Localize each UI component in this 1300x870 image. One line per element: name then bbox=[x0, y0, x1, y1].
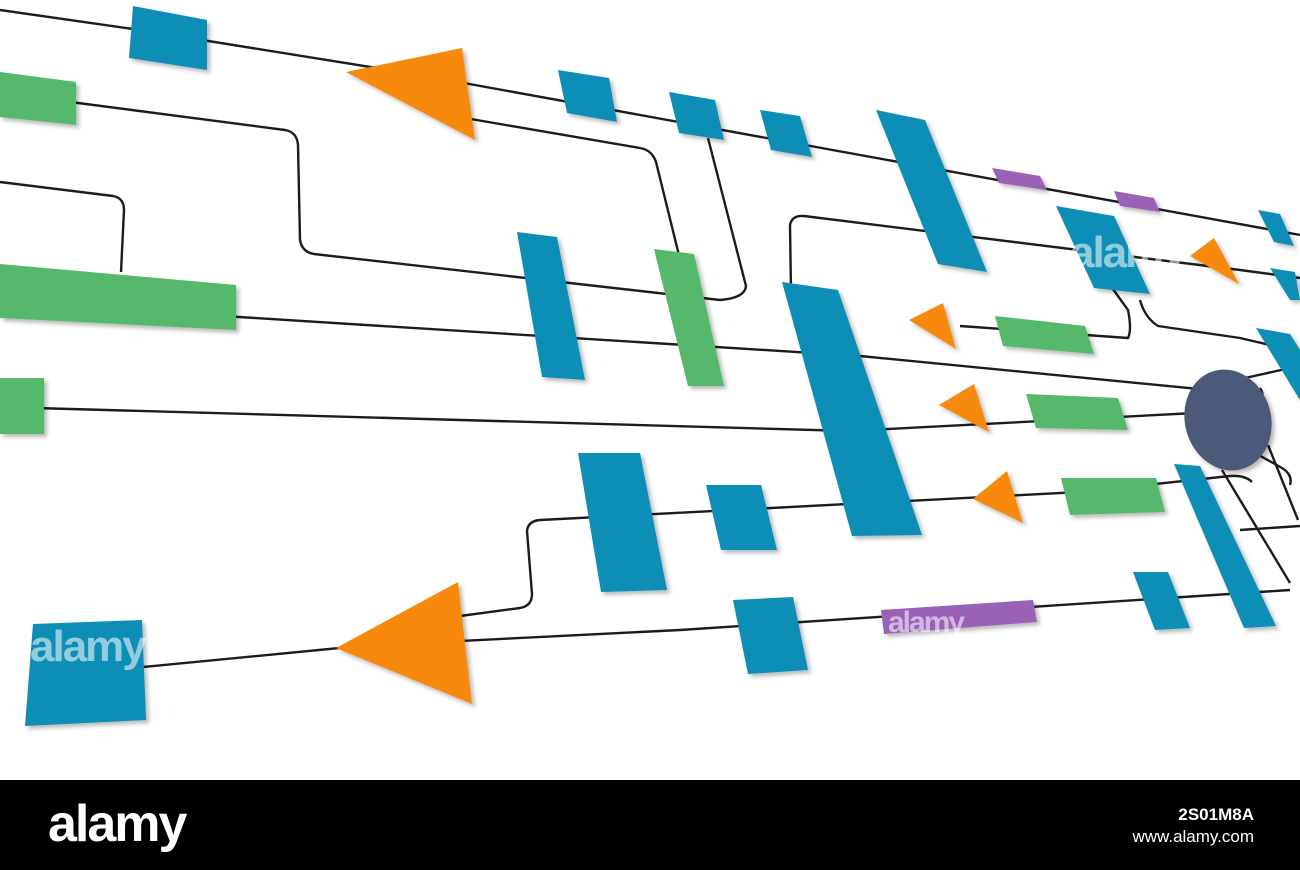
flowchart-triangle bbox=[909, 303, 956, 349]
flowchart-triangle bbox=[346, 48, 475, 140]
flowchart-diagram bbox=[0, 6, 1300, 726]
connector-line bbox=[1138, 299, 1300, 354]
site-url: www.alamy.com bbox=[1132, 827, 1254, 846]
footer-bar: alamy 2S01M8A www.alamy.com bbox=[0, 780, 1300, 870]
flowchart-box bbox=[733, 597, 808, 674]
flowchart-box bbox=[995, 316, 1094, 354]
flowchart-triangle bbox=[939, 384, 989, 432]
flowchart-box bbox=[0, 264, 236, 330]
flowchart-box bbox=[1256, 328, 1300, 400]
brand-logo: alamy bbox=[48, 795, 187, 853]
connector-line bbox=[959, 284, 1132, 340]
flowchart-box bbox=[1061, 478, 1165, 515]
connector-line bbox=[0, 180, 126, 273]
flowchart-box bbox=[558, 70, 617, 122]
connector-line bbox=[1266, 444, 1300, 521]
flowchart-box bbox=[578, 453, 667, 592]
connector-line bbox=[788, 214, 1300, 293]
flowchart-box bbox=[1133, 572, 1190, 630]
flowchart-box bbox=[1114, 191, 1160, 212]
flowchart-box bbox=[129, 6, 207, 70]
connector-line bbox=[1239, 524, 1300, 532]
flowchart-box bbox=[881, 600, 1037, 634]
connector-line bbox=[0, 8, 1300, 237]
flowchart-box bbox=[1174, 464, 1276, 628]
flowchart-box bbox=[1270, 268, 1300, 300]
footer-info: 2S01M8A www.alamy.com bbox=[1132, 804, 1254, 848]
flowchart-triangle bbox=[336, 582, 472, 704]
connector-line bbox=[0, 405, 1196, 433]
connector-line bbox=[29, 588, 1291, 680]
flowchart-box bbox=[0, 72, 76, 125]
connector-line bbox=[459, 474, 1253, 618]
flowchart-box bbox=[1258, 210, 1294, 246]
flowchart-box bbox=[654, 249, 724, 386]
flowchart-box bbox=[517, 232, 585, 380]
flowchart-box bbox=[782, 282, 922, 536]
flowchart-triangle bbox=[1190, 238, 1239, 284]
flowchart-box bbox=[1026, 394, 1128, 430]
flowchart-box bbox=[0, 378, 44, 434]
connector-line bbox=[1231, 438, 1292, 486]
flowchart-box bbox=[760, 110, 812, 157]
flowchart-box bbox=[706, 485, 777, 550]
flowchart-box bbox=[1056, 206, 1150, 294]
flowchart-shapes bbox=[0, 6, 1300, 726]
connector-line bbox=[1220, 469, 1292, 584]
image-id: 2S01M8A bbox=[1178, 805, 1254, 824]
flowchart-ellipse bbox=[1184, 369, 1272, 471]
flowchart-box bbox=[669, 92, 724, 140]
flowchart-box bbox=[25, 620, 146, 726]
flowchart-box bbox=[876, 110, 987, 272]
flowchart-triangle bbox=[973, 471, 1023, 523]
flowchart-box bbox=[992, 168, 1047, 190]
connector-line bbox=[429, 110, 692, 301]
connector-line bbox=[39, 96, 748, 302]
